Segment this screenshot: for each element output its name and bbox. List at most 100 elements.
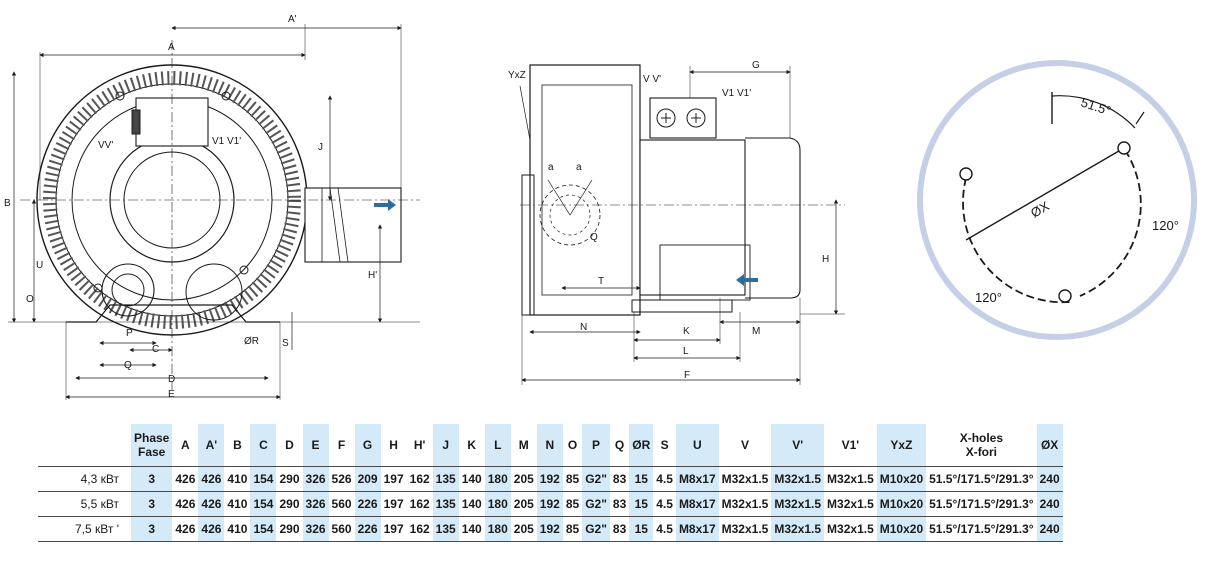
table-cell: 4.5 — [653, 466, 676, 492]
table-cell: 560 — [328, 516, 355, 542]
column-header-label: K — [467, 438, 477, 452]
label-n: N — [580, 322, 587, 333]
table-cell: 51.5°/171.5°/291.3° — [926, 466, 1037, 492]
column-header-label: Q — [614, 438, 625, 452]
label-q: Q — [124, 360, 132, 371]
column-header-label: ØR — [632, 438, 651, 452]
column-header-label: A — [181, 438, 190, 452]
label-h: H — [822, 254, 829, 265]
column-header: D — [276, 424, 302, 467]
table-cell: 140 — [458, 491, 485, 517]
label-s: S — [282, 338, 289, 349]
column-header: ØX — [1036, 424, 1063, 467]
table-cell: M32x1.5 — [718, 491, 772, 517]
table-cell: 85 — [562, 516, 583, 542]
table-cell: 410 — [224, 466, 251, 492]
table-cell: 426 — [172, 516, 199, 542]
label-vv-prime: VV' — [98, 140, 113, 151]
table-cell: 15 — [629, 491, 654, 517]
column-header: P — [582, 424, 610, 467]
column-header-label: V' — [792, 438, 804, 452]
table-cell: 240 — [1036, 466, 1063, 492]
table-cell: M10x20 — [876, 491, 927, 517]
table-cell: M32x1.5 — [824, 491, 877, 517]
table-cell: 3 — [131, 466, 173, 492]
column-header: A' — [198, 424, 225, 467]
table-cell: 290 — [276, 516, 303, 542]
power-header — [38, 424, 131, 467]
table-cell: G2" — [582, 516, 610, 542]
table-cell: 240 — [1036, 516, 1063, 542]
table-cell: 240 — [1036, 491, 1063, 517]
column-header-label: N — [545, 438, 555, 452]
column-header-label: E — [311, 438, 320, 452]
column-header: ØR — [629, 424, 654, 467]
label-q-side: Q — [590, 232, 598, 243]
column-header: V — [719, 424, 772, 467]
column-header: M — [511, 424, 537, 467]
column-header: C — [250, 424, 277, 467]
table-cell: 209 — [354, 466, 381, 492]
table-cell: 410 — [224, 491, 251, 517]
table-cell: 197 — [380, 491, 407, 517]
column-header-label: H' — [413, 438, 426, 452]
power-cell: 5,5 кВт — [38, 491, 131, 517]
table-cell: 135 — [432, 466, 459, 492]
table-cell: 83 — [609, 466, 630, 492]
label-f: F — [684, 370, 690, 381]
table-cell: 162 — [406, 491, 433, 517]
label-h-prime: H' — [368, 270, 377, 281]
column-header-label: V1' — [841, 438, 860, 452]
table-cell: 205 — [510, 466, 537, 492]
table-cell: 560 — [328, 491, 355, 517]
table-cell: 83 — [609, 491, 630, 517]
table-cell: 180 — [484, 516, 511, 542]
table-cell: 154 — [250, 466, 277, 492]
table-cell: 426 — [198, 491, 225, 517]
label-angle-120-left: 120° — [975, 290, 1002, 305]
column-header: S — [653, 424, 676, 467]
column-header-label: Phase — [134, 431, 170, 445]
table-cell: M8x17 — [675, 466, 719, 492]
table-cell: M32x1.5 — [771, 516, 825, 542]
table-cell: 162 — [406, 516, 433, 542]
column-header: G — [354, 424, 381, 467]
technical-drawing: A' A B J H' VV' V1 V1' U O P C Q D E ØR … — [4, 14, 1197, 400]
table-cell: 83 — [609, 516, 630, 542]
table-cell: 154 — [250, 491, 277, 517]
table-cell: 192 — [536, 466, 563, 492]
table-cell: 140 — [458, 466, 485, 492]
table-cell: 205 — [510, 516, 537, 542]
side-view — [519, 64, 845, 385]
table-cell: 15 — [629, 516, 654, 542]
label-j: J — [318, 142, 323, 153]
label-l: L — [683, 346, 689, 357]
label-angle-a-right: a — [576, 162, 582, 173]
label-a: A — [168, 42, 175, 53]
table-cell: M32x1.5 — [771, 466, 825, 492]
column-header-label: V — [740, 438, 749, 452]
label-v1-v1-prime-side: V1 V1' — [722, 88, 751, 99]
column-header: J — [432, 424, 459, 467]
column-header: K — [459, 424, 485, 467]
column-header-label: X-fori — [965, 445, 998, 459]
column-header: E — [302, 424, 329, 467]
column-header: YxZ — [876, 424, 927, 467]
table-cell: 526 — [328, 466, 355, 492]
column-header-label: S — [660, 438, 669, 452]
table-cell: G2" — [582, 466, 610, 492]
table-cell: 135 — [432, 491, 459, 517]
column-header: V' — [771, 424, 825, 467]
column-header-label: F — [337, 438, 346, 452]
column-header-label: YxZ — [890, 438, 913, 452]
label-angle-120-right: 120° — [1152, 218, 1179, 233]
column-header-label: P — [592, 438, 601, 452]
table-cell: 154 — [250, 516, 277, 542]
column-header: U — [675, 424, 719, 467]
table-cell: 162 — [406, 466, 433, 492]
label-v-v-prime: V V' — [643, 74, 661, 85]
